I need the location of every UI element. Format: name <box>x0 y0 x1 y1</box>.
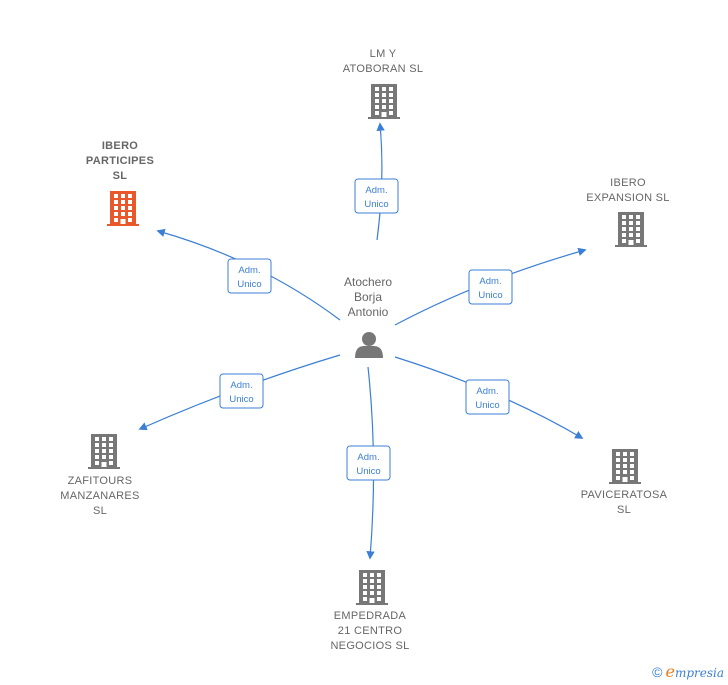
edge-label-text-line: Unico <box>356 466 380 477</box>
company-label-line: IBERO <box>102 140 138 152</box>
company-label-line: EMPEDRADA <box>334 610 407 622</box>
edge-label-text: Adm. Unico <box>237 265 261 290</box>
edge-label-ibero-expansion: Adm. Unico <box>468 269 513 305</box>
company-node-ibero-participes[interactable]: IBERO PARTICIPES SL <box>86 140 154 226</box>
edge-label-text-line: Unico <box>364 199 388 210</box>
company-label-line: SL <box>93 505 107 517</box>
company-label-line: SL <box>617 504 631 516</box>
company-label-line: PARTICIPES <box>86 155 154 167</box>
edge-label-box <box>354 178 399 214</box>
building-icon <box>615 212 647 247</box>
person-label-line: Borja <box>354 290 382 304</box>
edge-label-ibero-participes: Adm. Unico <box>227 258 272 294</box>
company-label: IBERO EXPANSION SL <box>586 177 669 204</box>
company-label: EMPEDRADA 21 CENTRO NEGOCIOS SL <box>330 610 409 652</box>
edge-label-paviceratosa: Adm. Unico <box>465 379 510 415</box>
edge-label-text-line: Adm. <box>357 452 379 463</box>
edge-label-box <box>219 373 264 409</box>
brand-e: e <box>665 662 675 681</box>
company-node-empedrada-21[interactable]: EMPEDRADA 21 CENTRO NEGOCIOS SL <box>330 570 409 652</box>
person-label-line: Antonio <box>348 305 389 319</box>
company-label: IBERO PARTICIPES SL <box>86 140 154 182</box>
company-label-line: NEGOCIOS SL <box>330 640 409 652</box>
brand-rest: mpresia <box>674 666 724 680</box>
edge-label-lm-y-atoboran: Adm. Unico <box>354 178 399 214</box>
company-label-line: 21 CENTRO <box>338 625 403 637</box>
company-label-line: ATOBORAN SL <box>343 63 424 75</box>
building-icon <box>88 434 120 469</box>
edge-label-box <box>227 258 272 294</box>
edge-label-text: Adm. Unico <box>478 276 502 301</box>
company-label-line: LM Y <box>370 48 397 60</box>
company-node-ibero-expansion[interactable]: IBERO EXPANSION SL <box>586 177 669 247</box>
building-icon <box>368 84 400 119</box>
edge-label-text: Adm. Unico <box>364 185 388 210</box>
company-label: ZAFITOURS MANZANARES SL <box>60 475 139 517</box>
edge-label-text: Adm. Unico <box>229 380 253 405</box>
building-icon <box>609 449 641 484</box>
edge-label-text-line: Adm. <box>479 276 501 287</box>
edge-label-text-line: Adm. <box>365 185 387 196</box>
person-icon <box>355 332 383 358</box>
edge-label-zafitours-manzanares: Adm. Unico <box>219 373 264 409</box>
edge-label-text-line: Adm. <box>476 386 498 397</box>
edge-label-box <box>346 445 391 481</box>
edge-label-text: Adm. Unico <box>356 452 380 477</box>
edge-label-text-line: Unico <box>229 394 253 405</box>
empresia-watermark: ©empresia <box>652 662 724 681</box>
building-icon <box>107 191 139 226</box>
edge-label-empedrada-21: Adm. Unico <box>346 445 391 481</box>
company-label-line: PAVICERATOSA <box>581 489 668 501</box>
company-label-line: MANZANARES <box>60 490 139 502</box>
company-node-paviceratosa[interactable]: PAVICERATOSA SL <box>581 449 668 516</box>
person-label-line: Atochero <box>344 275 392 289</box>
edge-label-text-line: Unico <box>237 279 261 290</box>
edge-label-text: Adm. Unico <box>475 386 499 411</box>
edge-label-box <box>465 379 510 415</box>
company-node-zafitours-manzanares[interactable]: ZAFITOURS MANZANARES SL <box>60 434 139 517</box>
company-label-line: IBERO <box>610 177 646 189</box>
company-label: LM Y ATOBORAN SL <box>343 48 424 75</box>
company-label-line: EXPANSION SL <box>586 192 669 204</box>
edge-label-text-line: Unico <box>475 400 499 411</box>
company-label: PAVICERATOSA SL <box>581 489 668 516</box>
copyright-symbol: © <box>652 664 663 680</box>
building-icon <box>356 570 388 605</box>
edge-label-text-line: Unico <box>478 290 502 301</box>
company-node-lm-y-atoboran[interactable]: LM Y ATOBORAN SL <box>343 48 424 119</box>
company-label-line: SL <box>113 170 128 182</box>
company-label-line: ZAFITOURS <box>68 475 133 487</box>
edge-label-text-line: Adm. <box>238 265 260 276</box>
edge-label-box <box>468 269 513 305</box>
edge-label-text-line: Adm. <box>230 380 252 391</box>
